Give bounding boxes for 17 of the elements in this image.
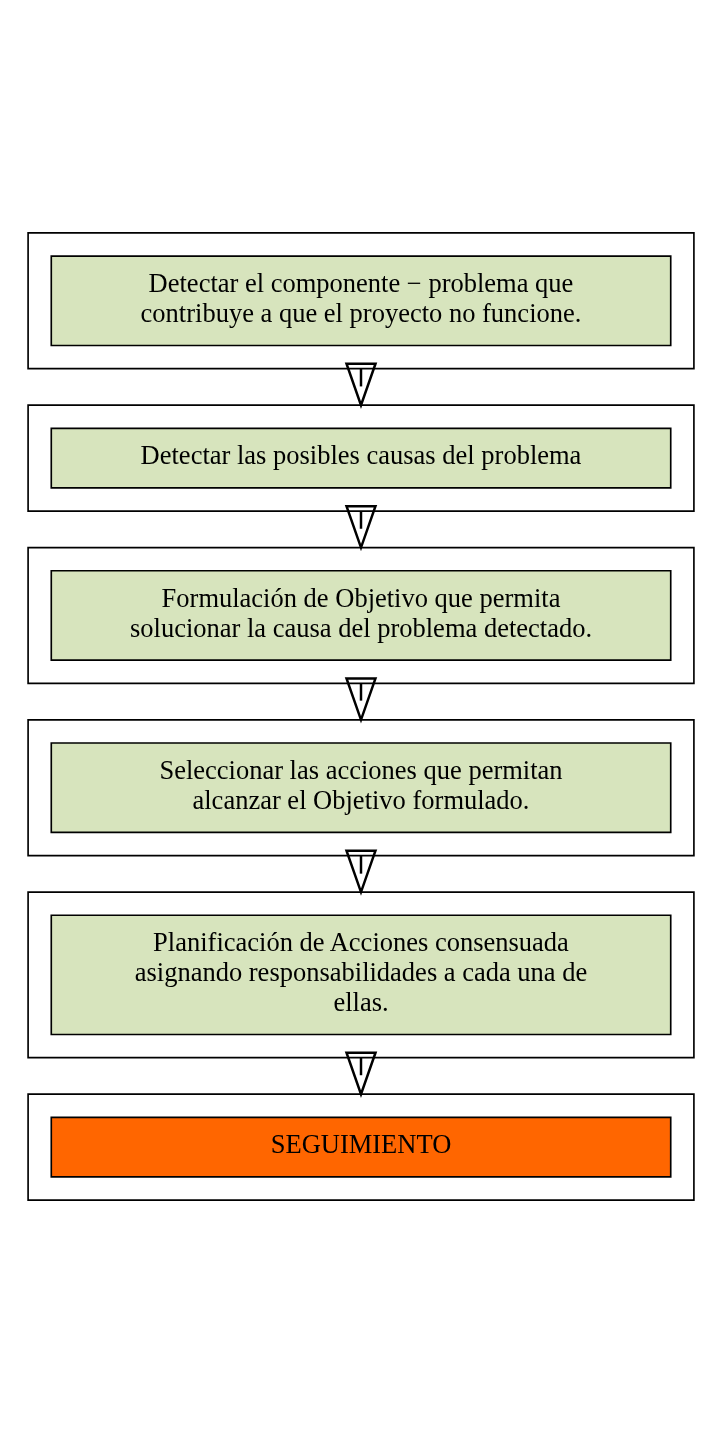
- arrow: [344, 504, 378, 552]
- cluster: [27, 891, 695, 1059]
- cluster: [27, 546, 695, 685]
- arrow: [344, 362, 378, 409]
- cluster: [27, 232, 695, 370]
- cluster: [27, 404, 695, 512]
- node-box: SEGUIMIENTO: [50, 1116, 672, 1178]
- arrow: [344, 677, 378, 724]
- node-box: Formulación de Objetivo que permita solucionar la causa del problema detectado.: [50, 569, 672, 662]
- cluster: [27, 718, 695, 857]
- node-box: Planificación de Acciones consensuada asignando responsabilidades a cada una de ellas.: [50, 914, 672, 1036]
- arrow: [344, 849, 378, 896]
- node-box: Seleccionar las acciones que permitan alcanzar el Objetivo formulado.: [50, 742, 672, 834]
- arrow: [344, 1051, 378, 1098]
- node-box: Detectar las posibles causas del problema: [50, 427, 672, 489]
- node-box: Detectar el componente − problema que contribuye a que el proyecto no funcione.: [50, 255, 672, 347]
- cluster: [27, 1093, 695, 1201]
